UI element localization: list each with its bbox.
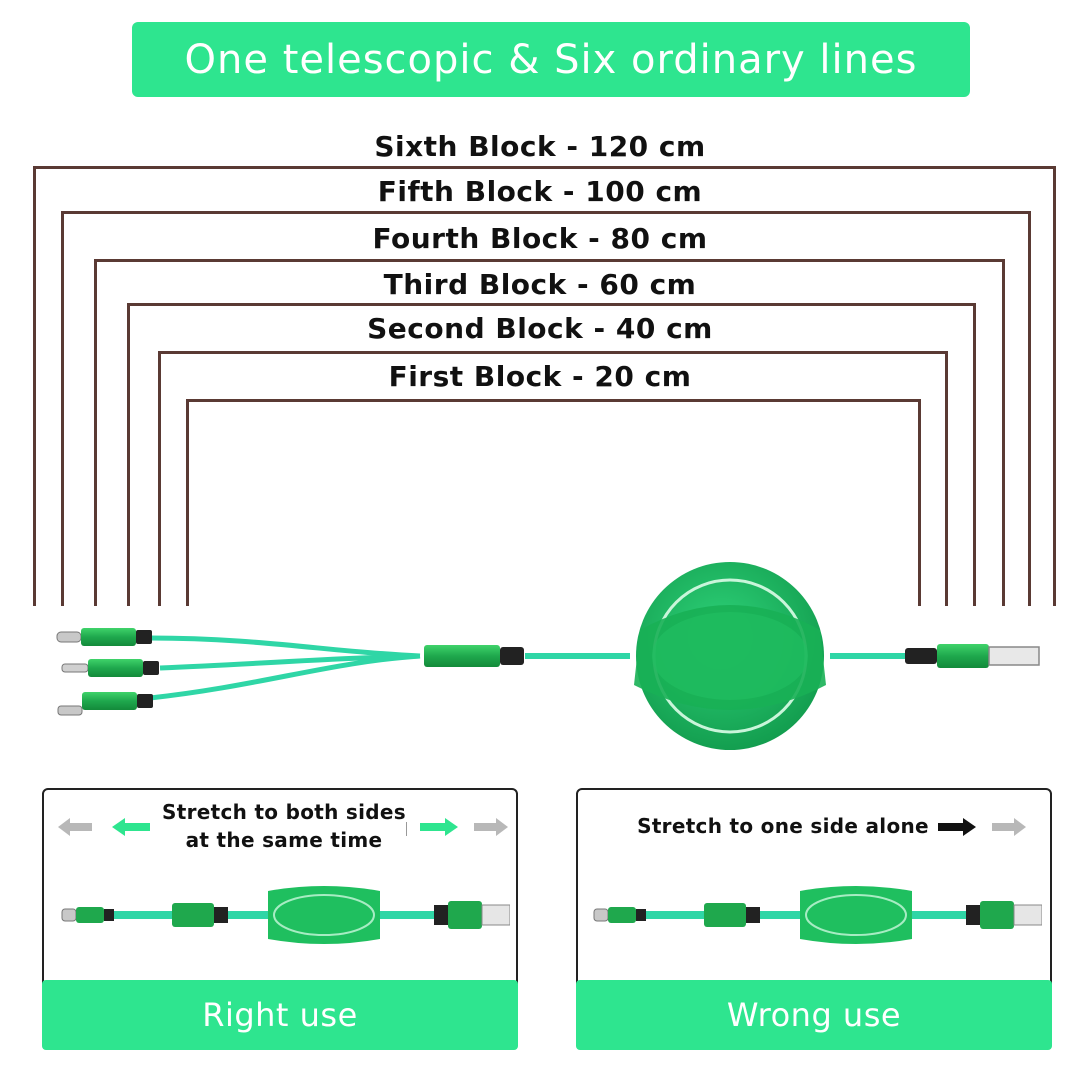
wire-bottom xyxy=(149,653,421,701)
arrow-right-gray-icon xyxy=(992,818,1026,836)
page-title: One telescopic & Six ordinary lines xyxy=(184,36,918,83)
usb-c-connector-icon xyxy=(56,628,152,646)
arrow-right-black-icon xyxy=(938,818,976,836)
right-use-caption: Stretch to both sides at the same time xyxy=(154,798,414,854)
block-label-second: Second Block - 40 cm xyxy=(367,312,713,345)
block-label-sixth: Sixth Block - 120 cm xyxy=(374,130,706,163)
block-label-first: First Block - 20 cm xyxy=(388,360,692,393)
wrong-use-cable-illustration xyxy=(593,886,1042,944)
bracket-first xyxy=(186,399,921,606)
wrong-use-panel: Stretch to one side alone Wrong use xyxy=(576,788,1052,1050)
arrow-left-green-icon xyxy=(112,818,150,836)
arrow-right-gray-icon xyxy=(474,818,508,836)
micro-usb-connector-icon xyxy=(57,692,153,716)
wrong-use-footer: Wrong use xyxy=(576,980,1052,1050)
right-use-caption-line2: at the same time xyxy=(185,828,383,852)
block-label-third: Third Block - 60 cm xyxy=(383,268,697,301)
retractable-reel-icon xyxy=(634,562,826,750)
block-label-fifth: Fifth Block - 100 cm xyxy=(377,175,703,208)
right-use-footer: Right use xyxy=(42,980,518,1050)
right-use-cable-illustration xyxy=(61,886,510,944)
wire-top xyxy=(149,635,421,659)
cable-illustration xyxy=(56,562,1040,750)
block-label-fourth: Fourth Block - 80 cm xyxy=(372,222,708,255)
bracket-sixth xyxy=(33,166,1056,606)
right-use-label: Right use xyxy=(202,996,358,1034)
right-use-panel: Stretch to both sides at the same time R… xyxy=(42,788,518,1050)
wrong-use-caption: Stretch to one side alone xyxy=(637,814,929,838)
bracket-fifth xyxy=(61,211,1031,606)
usb-a-connector-icon xyxy=(905,644,1040,668)
caption-divider xyxy=(406,822,407,836)
arrow-right-green-icon xyxy=(420,818,458,836)
bracket-second xyxy=(158,351,948,606)
lightning-connector-icon xyxy=(61,659,159,677)
title-banner: One telescopic & Six ordinary lines xyxy=(132,22,970,97)
bracket-fourth xyxy=(94,259,1005,606)
wrong-use-label: Wrong use xyxy=(726,996,902,1034)
splitter-icon xyxy=(424,645,524,667)
bracket-third xyxy=(127,303,976,606)
right-use-caption-line1: Stretch to both sides xyxy=(162,800,406,824)
arrow-left-gray-icon xyxy=(58,818,92,836)
